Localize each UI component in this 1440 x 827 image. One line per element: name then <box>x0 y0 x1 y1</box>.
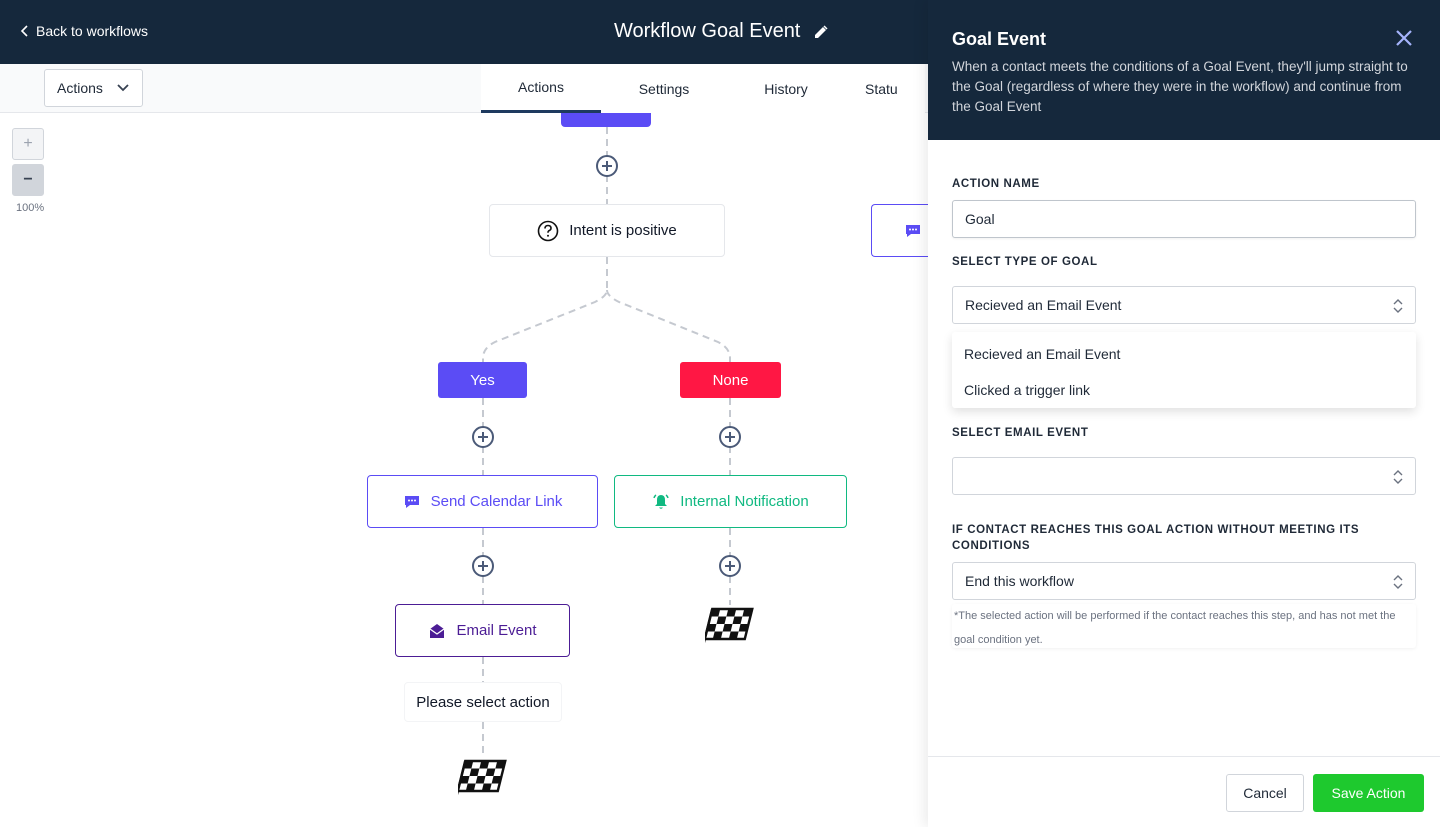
email-event-node[interactable]: Email Event <box>395 604 570 657</box>
workflow-tabs: Actions Settings History Statu <box>481 64 925 113</box>
zoom-out-button[interactable]: − <box>12 164 44 196</box>
zoom-level: 100% <box>16 202 45 214</box>
branch-yes[interactable]: Yes <box>438 362 527 398</box>
goal-event-drawer: Goal Event When a contact meets the cond… <box>928 0 1440 827</box>
goal-type-label: SELECT TYPE OF GOAL <box>952 256 1098 268</box>
pencil-icon[interactable] <box>814 24 828 39</box>
drawer-footer: Cancel Save Action <box>928 756 1440 827</box>
envelope-open-icon <box>430 623 445 638</box>
branch-none[interactable]: None <box>680 362 781 398</box>
placeholder-action-label: Please select action <box>416 693 550 711</box>
placeholder-action-node[interactable]: Please select action <box>404 682 562 722</box>
back-to-workflows-link[interactable]: Back to workflows <box>20 23 148 39</box>
add-step-icon[interactable] <box>718 425 742 449</box>
chat-icon <box>906 224 920 237</box>
select-arrows-icon <box>1393 470 1403 484</box>
previous-action-node[interactable] <box>561 113 651 127</box>
actions-dropdown[interactable]: Actions <box>44 69 143 107</box>
goal-type-option[interactable]: Recieved an Email Event <box>964 346 1121 362</box>
drawer-header: Goal Event When a contact meets the cond… <box>928 0 1440 140</box>
email-event-select[interactable] <box>952 457 1416 495</box>
select-arrows-icon <box>1393 575 1403 589</box>
condition-node-label: Intent is positive <box>569 222 677 239</box>
email-event-label: Email Event <box>456 622 537 639</box>
fallback-label: IF CONTACT REACHES THIS GOAL ACTION WITH… <box>952 524 1360 552</box>
cancel-button[interactable]: Cancel <box>1226 774 1304 812</box>
finish-flag-icon <box>458 759 507 798</box>
workflow-title: Workflow Goal Event <box>614 20 828 43</box>
fallback-note: *The selected action will be performed i… <box>952 604 1416 648</box>
chat-icon <box>404 495 419 508</box>
drawer-title: Goal Event <box>952 29 1047 49</box>
zoom-in-button[interactable]: + <box>12 128 44 160</box>
condition-node[interactable]: Intent is positive <box>489 204 725 257</box>
workflow-title-text: Workflow Goal Event <box>614 20 801 42</box>
save-action-button[interactable]: Save Action <box>1313 774 1424 812</box>
actions-dropdown-label: Actions <box>57 80 103 96</box>
action-name-value: Goal <box>965 211 995 227</box>
bell-icon <box>653 493 669 509</box>
send-calendar-link-node[interactable]: Send Calendar Link <box>367 475 598 528</box>
internal-notification-node[interactable]: Internal Notification <box>614 475 847 528</box>
question-circle-icon <box>537 220 559 241</box>
side-branch-node[interactable] <box>871 204 931 257</box>
action-name-input[interactable]: Goal <box>952 200 1416 238</box>
tab-actions[interactable]: Actions <box>481 64 601 113</box>
goal-type-menu: Recieved an Email Event Clicked a trigge… <box>952 332 1416 408</box>
add-step-icon[interactable] <box>718 554 742 578</box>
fallback-select[interactable]: End this workflow <box>952 562 1416 600</box>
goal-type-option[interactable]: Clicked a trigger link <box>964 382 1091 398</box>
fallback-value: End this workflow <box>965 573 1074 589</box>
sub-toolbar: Actions Actions Settings History Statu <box>0 64 928 113</box>
internal-notification-label: Internal Notification <box>680 493 809 510</box>
email-event-label: SELECT EMAIL EVENT <box>952 427 1089 439</box>
chevron-down-icon <box>117 84 129 92</box>
goal-type-select[interactable]: Recieved an Email Event <box>952 286 1416 324</box>
add-step-icon[interactable] <box>471 554 495 578</box>
close-icon[interactable] <box>1394 28 1414 48</box>
tab-history[interactable]: History <box>764 80 808 97</box>
back-label: Back to workflows <box>36 23 149 39</box>
tab-status[interactable]: Statu <box>865 80 898 97</box>
send-calendar-link-label: Send Calendar Link <box>430 493 563 510</box>
finish-flag-icon <box>705 607 754 646</box>
drawer-description: When a contact meets the conditions of a… <box>952 59 1408 114</box>
add-step-icon[interactable] <box>595 154 619 178</box>
select-arrows-icon <box>1393 299 1403 313</box>
tab-settings[interactable]: Settings <box>638 80 690 97</box>
goal-type-value: Recieved an Email Event <box>965 297 1122 313</box>
chevron-left-icon <box>20 25 28 37</box>
action-name-label: ACTION NAME <box>952 178 1040 190</box>
add-step-icon[interactable] <box>471 425 495 449</box>
